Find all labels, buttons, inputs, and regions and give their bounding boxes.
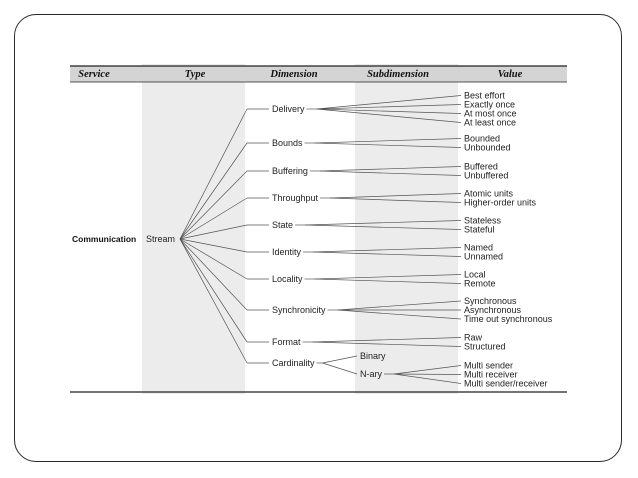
value-unnamed: Unnamed — [464, 252, 503, 262]
header-dimension: Dimension — [269, 69, 317, 80]
value-best-effort: Best effort — [464, 91, 505, 101]
value-at-least-once: At least once — [464, 118, 516, 128]
value-unbounded: Unbounded — [464, 143, 511, 153]
value-time-out-synchronous: Time out synchronous — [464, 314, 553, 324]
value-named: Named — [464, 243, 493, 253]
value-buffered: Buffered — [464, 162, 498, 172]
node-labels: Communication Stream Delivery Best effortEx… — [72, 91, 553, 389]
header-value: Value — [498, 69, 523, 80]
value-connector-best-effort — [316, 95, 462, 110]
slide-frame — [14, 14, 622, 462]
root-connector-format — [179, 238, 248, 343]
value-connector-local — [314, 274, 462, 280]
type-label: Stream — [146, 234, 175, 244]
subdimension-binary: Binary — [360, 351, 386, 361]
header-band — [70, 66, 567, 82]
value-atomic-units: Atomic units — [464, 189, 514, 199]
dimension-identity: Identity — [272, 247, 302, 257]
root-connector-locality — [179, 238, 248, 280]
value-asynchronous: Asynchronous — [464, 305, 522, 315]
dimension-buffering: Buffering — [272, 166, 308, 176]
dimension-cardinality: Cardinality — [272, 358, 315, 368]
value-connector-higher-order-units — [330, 197, 462, 203]
value-synchronous: Synchronous — [464, 296, 517, 306]
connector-lines — [179, 95, 462, 384]
dimension-locality: Locality — [272, 274, 303, 284]
root-connector-buffering — [179, 170, 248, 240]
connector-taxonomy-figure: Service Type Dimension Subdimension Value Co… — [70, 64, 567, 394]
service-label: Communication — [72, 234, 136, 244]
value-connector-unbuffered — [319, 170, 462, 176]
value-connector-remote — [314, 278, 462, 284]
root-connector-bounds — [179, 142, 248, 240]
value-structured: Structured — [464, 342, 506, 352]
value-multi-receiver: Multi receiver — [464, 370, 518, 380]
header-type: Type — [185, 69, 206, 80]
root-connector-cardinality — [179, 238, 248, 364]
value-multi-sender: Multi sender — [464, 361, 513, 371]
value-connector-buffered — [319, 166, 462, 172]
root-connector-state — [179, 224, 248, 240]
header-service: Service — [78, 69, 110, 80]
value-stateless: Stateless — [464, 216, 502, 226]
value-local: Local — [464, 270, 486, 280]
dimension-bounds: Bounds — [272, 138, 303, 148]
header-subdimension: Subdimension — [367, 69, 429, 80]
value-connector-structured — [312, 341, 462, 347]
dimension-synchronicity: Synchronicity — [272, 305, 326, 315]
subdimension-n-ary: N-ary — [360, 369, 382, 379]
value-exactly-once: Exactly once — [464, 100, 515, 110]
value-higher-order-units: Higher-order units — [464, 198, 537, 208]
subdimension-connector-n-ary — [322, 362, 358, 375]
dimension-throughput: Throughput — [272, 193, 319, 203]
value-connector-unnamed — [313, 251, 462, 257]
root-connector-delivery — [179, 108, 248, 240]
dimension-state: State — [272, 220, 293, 230]
value-connector-at-least-once — [316, 108, 462, 123]
value-connector-at-most-once — [316, 108, 462, 114]
value-connector-synchronous — [337, 300, 462, 311]
root-connector-identity — [179, 238, 248, 253]
value-connector-stateful — [305, 224, 462, 230]
value-unbuffered: Unbuffered — [464, 171, 508, 181]
value-connector-atomic-units — [330, 193, 462, 199]
value-multi-sender-receiver: Multi sender/receiver — [464, 379, 548, 389]
subdimension-connector-binary — [322, 355, 358, 364]
value-raw: Raw — [464, 333, 483, 343]
column-headers: Service Type Dimension Subdimension Value — [78, 69, 522, 80]
value-remote: Remote — [464, 279, 496, 289]
value-connector-multi-receiver — [393, 373, 462, 375]
dimension-delivery: Delivery — [272, 104, 305, 114]
value-connector-unbounded — [314, 142, 462, 148]
dimension-format: Format — [272, 337, 301, 347]
value-connector-multi-sender-receiver — [393, 373, 462, 384]
root-connector-synchronicity — [179, 238, 248, 311]
root-connector-throughput — [179, 197, 248, 240]
value-connector-raw — [312, 337, 462, 343]
taxonomy-diagram: Service Type Dimension Subdimension Value Co… — [70, 64, 567, 394]
value-connector-multi-sender — [393, 365, 462, 375]
value-stateful: Stateful — [464, 225, 495, 235]
value-bounded: Bounded — [464, 134, 500, 144]
value-connector-exactly-once — [316, 104, 462, 110]
value-connector-stateless — [305, 220, 462, 226]
value-at-most-once: At most once — [464, 109, 517, 119]
value-connector-named — [313, 247, 462, 253]
value-connector-bounded — [314, 138, 462, 144]
value-connector-time-out-synchronous — [337, 309, 462, 320]
